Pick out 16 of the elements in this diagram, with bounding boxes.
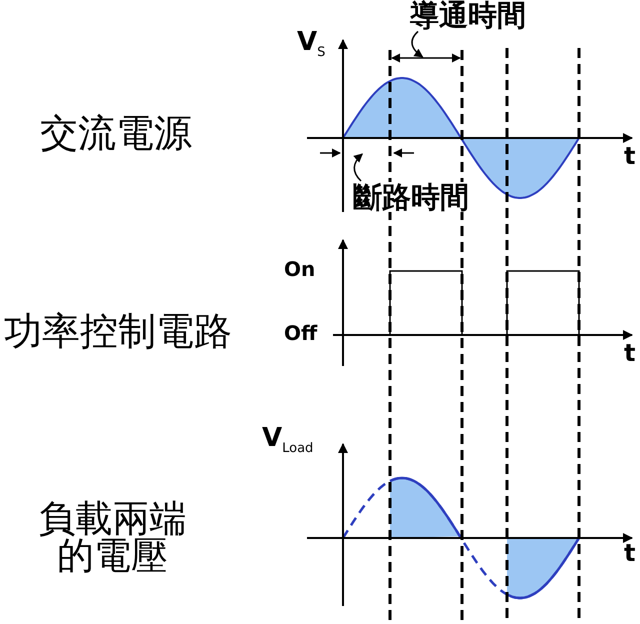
row-title: 負載兩端的電壓	[38, 500, 188, 574]
callout-text: 導通時間	[410, 0, 526, 30]
state-label: Off	[284, 322, 318, 344]
dimension-line	[391, 54, 461, 62]
leader-line	[353, 153, 363, 182]
row-title: 交流電源	[40, 113, 192, 155]
callout-text: 斷路時間	[353, 182, 469, 212]
state-label: On	[284, 258, 316, 280]
dimension-line	[320, 148, 414, 158]
axis-label: t	[624, 540, 636, 566]
axis-label: V$_{Load}$	[262, 424, 314, 456]
leader-line	[411, 30, 424, 58]
row-title: 功率控制電路	[4, 311, 232, 353]
axis-label: V$_{S}$	[297, 28, 326, 60]
axis-label: t	[624, 143, 636, 170]
axis-label: t	[624, 340, 636, 366]
